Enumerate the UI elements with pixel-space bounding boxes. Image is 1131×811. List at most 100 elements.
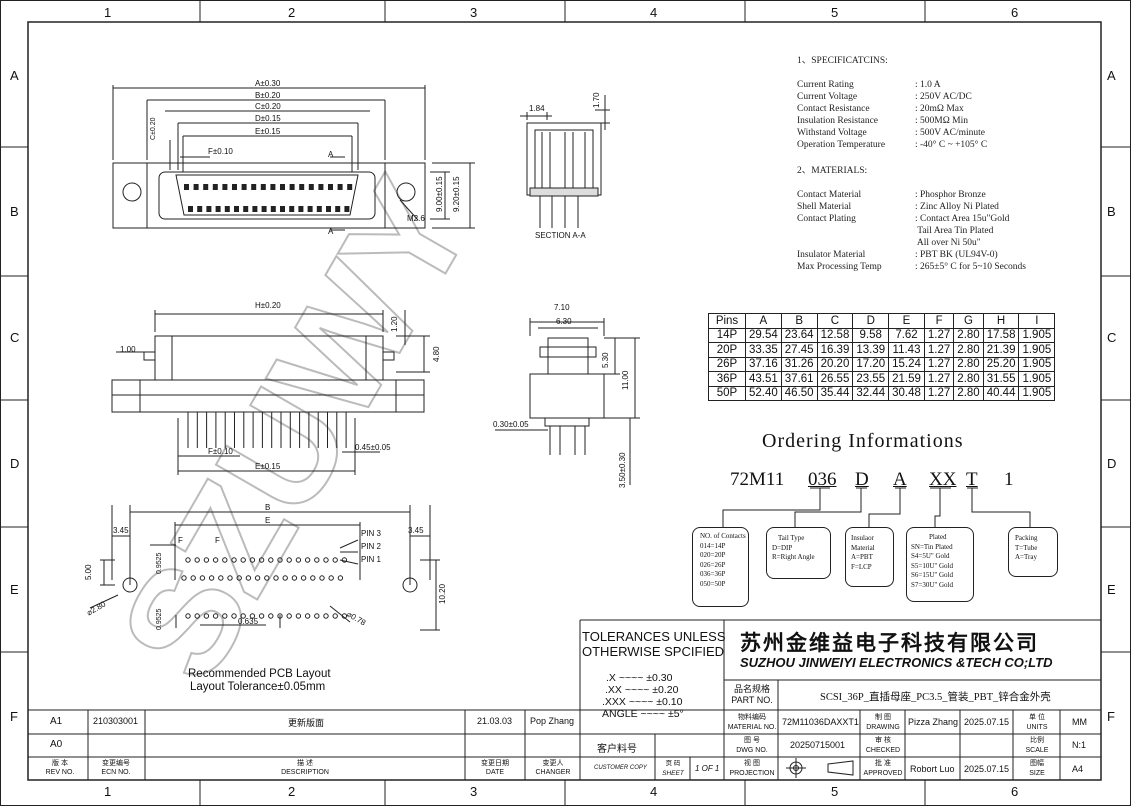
tolerance-row-1: .X ~~~~ ±0.30 xyxy=(606,672,673,684)
order-box-title: Plated xyxy=(929,533,947,541)
table-header: B xyxy=(780,313,818,329)
table-cell: 40.44 xyxy=(982,385,1020,401)
pcb-hole xyxy=(268,557,274,563)
tolerance-title-2: OTHERWISE SPCIFIED xyxy=(582,644,725,659)
pcb-hole xyxy=(245,575,252,581)
dim-0-9525-bottom: 0.9525 xyxy=(156,608,163,630)
pin2-label: PIN 2 xyxy=(361,542,382,551)
table-header: G xyxy=(953,313,984,329)
table-cell: 21.39 xyxy=(982,342,1020,358)
label-en: PROJECTION xyxy=(729,770,775,777)
table-cell: 33.35 xyxy=(745,342,782,358)
label-en: UNITS xyxy=(1026,724,1048,731)
label-en: APPROVED xyxy=(863,770,903,777)
table-header: C xyxy=(816,313,854,329)
materials-heading: 2、MATERIALS: xyxy=(797,166,868,176)
dim-9-00: 9.00±0.15 xyxy=(435,176,444,212)
pcb-hole xyxy=(319,575,325,581)
pcb-hole xyxy=(332,557,338,563)
material-value: All over Ni 50u" xyxy=(915,238,981,248)
section-view xyxy=(520,95,610,228)
material-value: : 265±5° C for 5~10 Seconds xyxy=(915,262,1026,272)
dim-c-side: C±0.20 xyxy=(150,117,157,140)
dim-3-45-right: 3.45 xyxy=(408,526,424,535)
material-list: Contact Material: Phosphor Bronze Shell … xyxy=(797,189,1026,273)
pcb-hole xyxy=(249,557,256,563)
row-label-a: A xyxy=(10,68,19,83)
pcb-hole xyxy=(286,613,292,619)
dim-11-00: 11.00 xyxy=(621,370,630,390)
row-label-a-right: A xyxy=(1107,68,1116,83)
contact-pin xyxy=(261,206,267,212)
pcb-hole xyxy=(304,557,311,563)
pcb-caption-2: Layout Tolerance±0.05mm xyxy=(190,681,326,693)
pcb-hole xyxy=(268,613,274,619)
material-key: Shell Material xyxy=(797,202,852,212)
spec-value: : -40° C ~ +105° C xyxy=(915,140,988,150)
contact-pin xyxy=(243,206,249,212)
material-row: Contact Plating: Contact Area 15u"Gold xyxy=(797,213,1026,225)
pcb-hole xyxy=(291,575,298,581)
table-cell: 1.27 xyxy=(923,356,955,372)
ordering-title: Ordering Informations xyxy=(762,430,964,452)
pcb-holes xyxy=(181,557,348,619)
order-box-line: 050=50P xyxy=(700,579,726,588)
material-row: Contact Material: Phosphor Bronze xyxy=(797,189,1026,201)
units-label: 单 位 UNITS xyxy=(1014,713,1060,733)
col-label-3: 3 xyxy=(470,5,478,20)
material-value: : Zinc Alloy Ni Plated xyxy=(915,202,999,212)
spec-value: : 250V AC/DC xyxy=(915,92,972,102)
dim-h: H±0.20 xyxy=(255,301,281,310)
pcb-hole xyxy=(295,557,302,563)
spec-value: : 1.0 A xyxy=(915,80,941,90)
col-label-2: 2 xyxy=(288,5,296,20)
pcb-hole xyxy=(337,575,344,581)
company-name-cn: 苏州金维益电子科技有限公司 xyxy=(740,632,1039,655)
spec-key: Current Rating xyxy=(797,80,854,90)
pcb-hole xyxy=(181,575,187,581)
label-en: MATERIAL NO. xyxy=(727,724,777,731)
pcb-hole xyxy=(231,557,237,563)
specs-heading: 1、SPECIFICATCINS: xyxy=(797,56,888,66)
spec-key: Contact Resistance xyxy=(797,104,870,114)
pcb-hole xyxy=(323,557,329,563)
table-cell: 29.54 xyxy=(745,327,782,343)
label-en: DESCRIPTION xyxy=(281,769,329,776)
table-cell: 20.20 xyxy=(816,356,854,372)
section-label: SECTION A-A xyxy=(535,231,586,240)
material-value: : PBT BK (UL94V-0) xyxy=(915,250,998,260)
label-cn: 变更人 xyxy=(542,760,564,767)
title-block-lines xyxy=(28,619,1101,780)
table-cell: 1.905 xyxy=(1018,356,1056,372)
contact-pin xyxy=(215,206,221,212)
label-cn: 版 本 xyxy=(52,760,68,767)
label-cn: 单 位 xyxy=(1029,714,1045,721)
section-mark-top: A xyxy=(328,150,334,159)
label-cn: 比例 xyxy=(1030,737,1044,744)
customer-copy: CUSTOMER COPY xyxy=(594,765,647,771)
pcb-hole xyxy=(194,613,200,619)
contact-pin xyxy=(337,184,343,190)
row-label-e-right: E xyxy=(1107,582,1116,597)
pcb-hole xyxy=(212,557,219,563)
material-key: Insulator Material xyxy=(797,250,866,260)
spec-row: Withstand Voltage: 500V AC/minute xyxy=(797,127,987,139)
order-box-line: R=Right Angle xyxy=(772,553,815,561)
pcb-hole xyxy=(304,613,311,619)
order-box-title: Tail Type xyxy=(778,534,805,542)
dim-m2-6: M2.6 xyxy=(407,214,425,223)
table-header: E xyxy=(888,313,925,329)
rev-a1-date: 21.03.03 xyxy=(477,716,513,726)
table-cell: 2.80 xyxy=(953,371,984,387)
pcb-hole xyxy=(295,613,302,619)
dim-f-front: F±0.10 xyxy=(208,447,233,456)
dim-c: C±0.20 xyxy=(255,102,281,111)
table-cell: 25.20 xyxy=(982,356,1020,372)
table-cell: 43.51 xyxy=(745,371,782,387)
side-view xyxy=(495,318,640,485)
material-value: : Phosphor Bronze xyxy=(915,190,986,200)
